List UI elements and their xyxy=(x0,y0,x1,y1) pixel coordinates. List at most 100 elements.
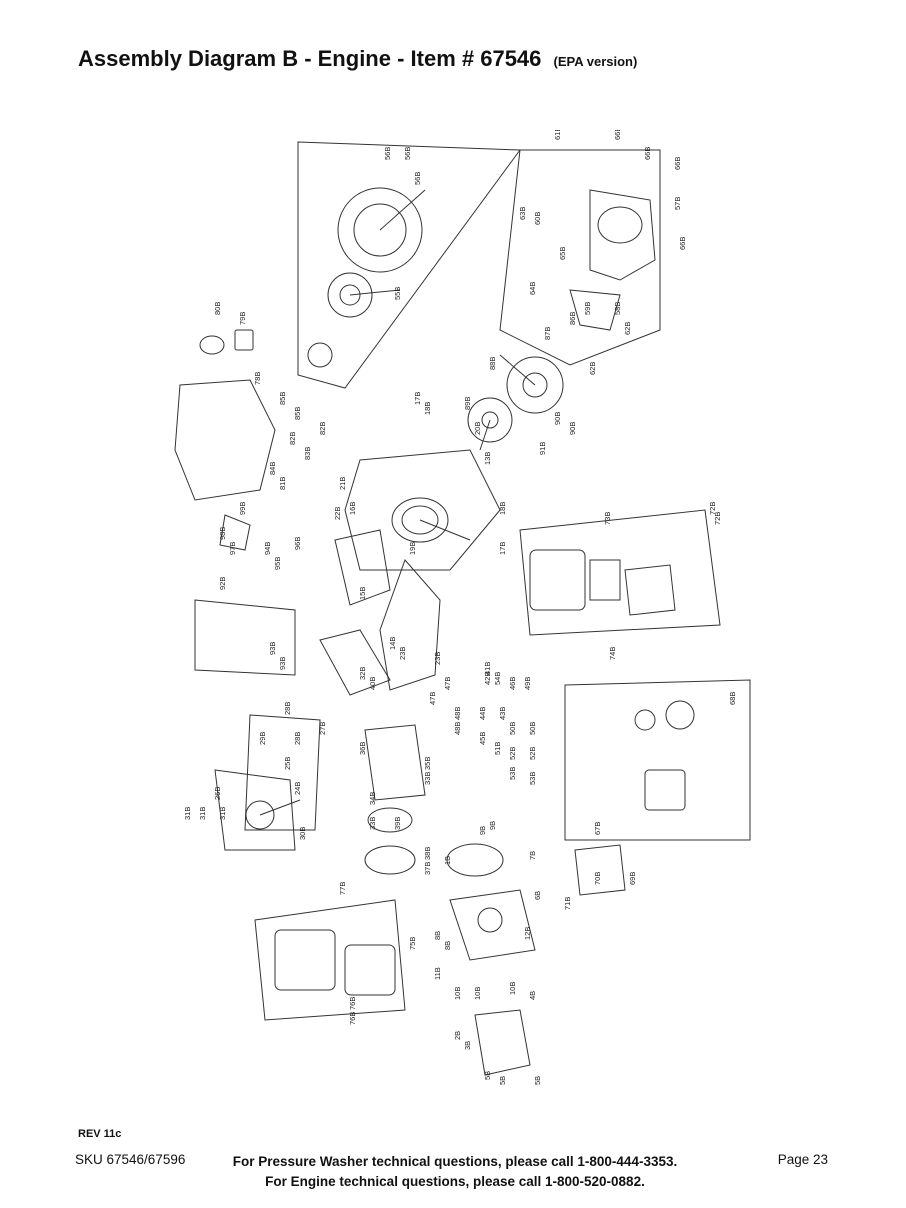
valve-cover xyxy=(474,1009,531,1076)
part-label: 10B xyxy=(508,982,517,995)
part-label: 88B xyxy=(488,357,497,370)
part-label: 63B xyxy=(518,207,527,220)
recoil-starter-group xyxy=(297,141,521,389)
part-label: 11B xyxy=(433,967,442,980)
part-label: 62B xyxy=(588,362,597,375)
part-label: 31B xyxy=(183,807,192,820)
part-label: 62B xyxy=(623,322,632,335)
part-label: 89B xyxy=(463,397,472,410)
part-label: 84B xyxy=(268,462,277,475)
air-filter-base xyxy=(624,564,676,616)
part-label: 80B xyxy=(213,302,222,315)
title-main: Assembly Diagram B - Engine - Item # 675… xyxy=(78,46,542,71)
part-label: 20B xyxy=(473,422,482,435)
part-label: 57B xyxy=(673,197,682,210)
page-number: Page 23 xyxy=(777,1152,828,1167)
head-gasket xyxy=(446,843,504,877)
part-label: 26B xyxy=(213,787,222,800)
flywheel xyxy=(506,356,564,414)
part-label: 72B xyxy=(708,502,717,515)
air-filter-element xyxy=(589,559,621,601)
crankshaft-group xyxy=(334,529,391,606)
part-label: 23B xyxy=(433,652,442,665)
part-label: 95B xyxy=(273,557,282,570)
part-label: 69B xyxy=(628,872,637,885)
part-label: 48B xyxy=(453,722,462,735)
part-label: 8B xyxy=(443,941,452,950)
part-label: 1B xyxy=(443,856,452,865)
title-subtitle: (EPA version) xyxy=(553,54,638,69)
ignition-disc xyxy=(467,397,513,443)
part-label: 74B xyxy=(608,647,617,660)
part-label: 96B xyxy=(293,537,302,550)
part-label: 52B xyxy=(528,747,537,760)
part-label: 87B xyxy=(543,327,552,340)
cylinder-head xyxy=(449,889,536,961)
part-label: 68B xyxy=(728,692,737,705)
part-label: 51B xyxy=(493,742,502,755)
part-label: 86B xyxy=(568,312,577,325)
part-label: 90B xyxy=(568,422,577,435)
part-label: 21B xyxy=(338,477,347,490)
page-title: Assembly Diagram B - Engine - Item # 675… xyxy=(78,46,637,72)
part-label: 18B xyxy=(498,502,507,515)
part-label: 3B xyxy=(463,1041,472,1050)
part-label: 48B xyxy=(453,707,462,720)
part-label: 56B xyxy=(403,147,412,160)
part-label: 56B xyxy=(413,172,422,185)
part-label: 15B xyxy=(358,587,367,600)
part-label: 28B xyxy=(283,702,292,715)
part-label: 5B xyxy=(483,1071,492,1080)
muffler-group xyxy=(254,899,406,1021)
part-label: 99B xyxy=(238,502,247,515)
part-label: 91B xyxy=(538,442,547,455)
part-label: 66B xyxy=(673,157,682,170)
part-label: 81B xyxy=(278,477,287,490)
part-label: 18B xyxy=(423,402,432,415)
crankshaft xyxy=(319,629,391,696)
part-label: 78B xyxy=(253,372,262,385)
connecting-rod-group xyxy=(364,724,426,801)
blower-housing-group xyxy=(499,149,661,366)
part-label: 34B xyxy=(368,792,377,805)
part-label: 71B xyxy=(563,897,572,910)
part-label: 24B xyxy=(293,782,302,795)
part-label: 65B xyxy=(558,247,567,260)
part-label: 19B xyxy=(408,542,417,555)
part-label: 82B xyxy=(318,422,327,435)
part-label: 44B xyxy=(478,707,487,720)
part-label: 76B xyxy=(348,997,357,1010)
part-label: 56B xyxy=(383,147,392,160)
part-label: 72B xyxy=(713,512,722,525)
part-label: 8B xyxy=(433,931,442,940)
air-filter-group xyxy=(519,509,721,636)
part-label: 70B xyxy=(593,872,602,885)
part-label: 28B xyxy=(293,732,302,745)
part-label: 14B xyxy=(388,637,397,650)
part-label: 5B xyxy=(498,1076,507,1085)
part-label: 10B xyxy=(473,987,482,1000)
part-label: 45B xyxy=(478,732,487,745)
part-label: 53B xyxy=(508,767,517,780)
part-label: 46B xyxy=(508,677,517,690)
pressure-washer-support-line: For Pressure Washer technical questions,… xyxy=(232,1154,678,1169)
part-label: 13B xyxy=(483,452,492,465)
part-label: 61B xyxy=(553,130,562,140)
part-label: 9B xyxy=(488,821,497,830)
part-label: 82B xyxy=(288,432,297,445)
part-label: 97B xyxy=(228,542,237,555)
part-label: 83B xyxy=(303,447,312,460)
part-label: 40B xyxy=(368,677,377,690)
muffler-shield xyxy=(274,929,336,991)
sku-label: SKU 67546/67596 xyxy=(75,1152,186,1167)
part-label: 94B xyxy=(263,542,272,555)
support-phone-lines: For Pressure Washer technical questions,… xyxy=(195,1152,715,1192)
part-label: 39B xyxy=(393,817,402,830)
part-label: 43B xyxy=(498,707,507,720)
part-label: 98B xyxy=(218,527,227,540)
part-label: 16B xyxy=(348,502,357,515)
part-label: 29B xyxy=(258,732,267,745)
part-label: 50B xyxy=(508,722,517,735)
cylinder-block xyxy=(344,449,501,571)
